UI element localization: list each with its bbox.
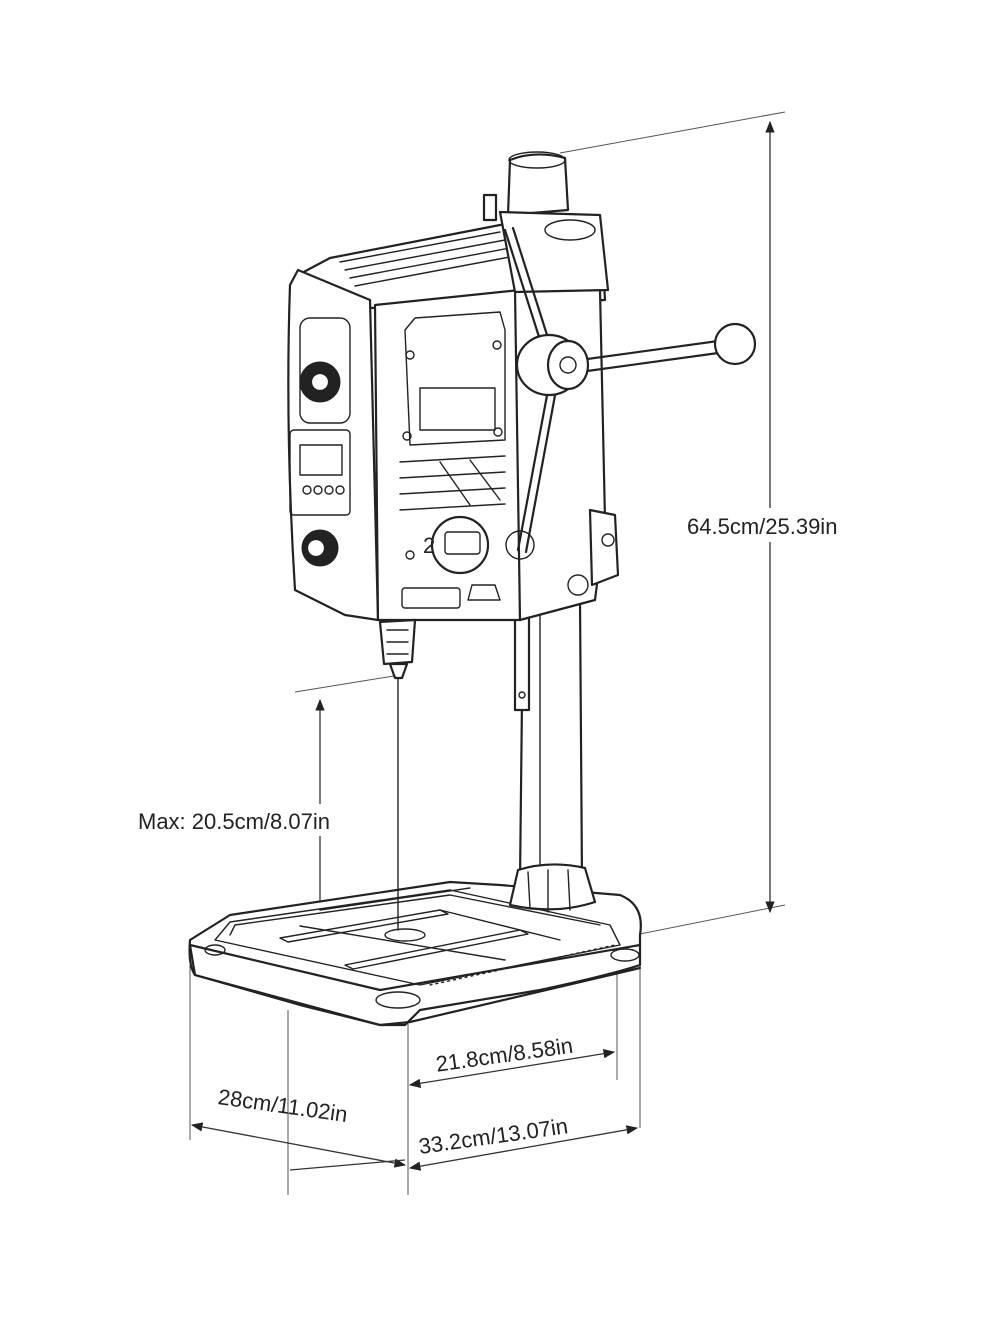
max-clearance-label: Max: 20.5cm/8.07in <box>138 809 330 834</box>
feed-handles <box>503 226 757 560</box>
base-depth-label: 28cm/11.02in <box>216 1084 349 1127</box>
height-dimension <box>559 111 873 941</box>
base-plate <box>188 880 642 1027</box>
base-width-label: 33.2cm/13.07in <box>417 1113 569 1159</box>
chuck <box>378 618 417 931</box>
total-height-label: 64.5cm/25.39in <box>687 514 837 539</box>
clearance-dimension <box>135 674 401 946</box>
base-depth-dimension <box>189 965 407 1195</box>
column <box>508 598 597 913</box>
speed-mark: 2 <box>423 533 435 558</box>
base-width-dimension <box>408 940 641 1171</box>
